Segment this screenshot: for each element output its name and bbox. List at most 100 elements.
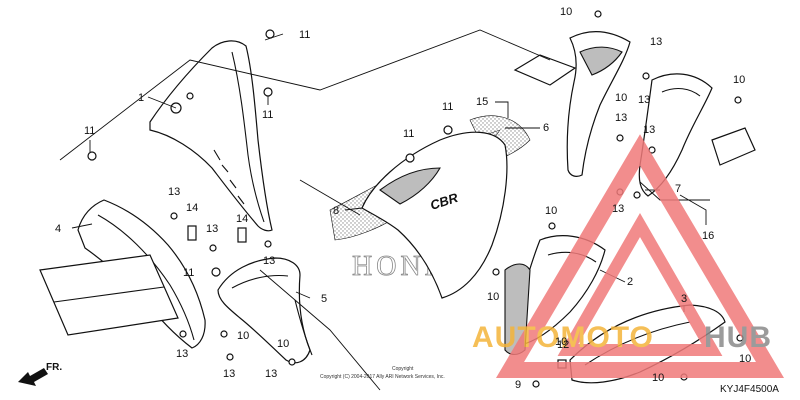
part-6-body [566,31,631,177]
bolt-10c-icon [548,222,556,230]
callout-part-1: 1 [138,92,144,104]
side-cowl-decal-assembly: HONDA CBR [329,115,531,299]
callout-part-11-d: 11 [403,128,414,140]
callout-part-10-g: 10 [652,372,664,384]
callout-part-10-a: 10 [560,6,572,18]
part-1-inner-edge [231,51,265,223]
callout-part-14-b: 14 [236,213,248,225]
callout-part-15: 15 [476,96,488,108]
outline-guide-left [59,29,551,161]
leader-5 [295,291,311,299]
callout-part-10-c: 10 [545,205,557,217]
inner-upper-cowl-left [149,40,273,232]
right-upper-duct [513,31,756,197]
part-1-hole-row [213,149,245,205]
callout-part-13-i: 13 [615,112,627,124]
part-5-detail [231,274,313,356]
callout-part-13-g: 13 [650,36,662,48]
clip-11d-icon [405,153,415,163]
left-lower-sheet-fold [53,286,165,303]
callout-part-5: 5 [321,293,327,305]
bolt-13g-icon [616,134,624,142]
bracket-14b-icon [237,227,247,243]
part-1-body [149,40,273,232]
callout-part-13-j: 13 [643,124,655,136]
leader-4 [71,223,93,229]
callout-part-10-b: 10 [733,74,745,86]
bolt-13j-icon [633,191,641,199]
callout-part-9: 9 [515,379,521,391]
copyright-title: Copyright [392,366,414,372]
clip-11e-icon [443,125,453,135]
callout-part-11-a: 11 [299,29,310,41]
callout-part-11-c: 11 [84,125,95,137]
callout-part-6: 6 [543,122,549,134]
leader-15 [495,101,509,118]
callout-part-10-h: 10 [739,353,751,365]
front-direction-indicator: FR. [18,362,62,386]
front-label: FR. [46,362,62,373]
watermark-triangle-inner [557,212,723,356]
right-upper-sheet [513,54,577,86]
callout-part-13-c: 13 [263,255,275,267]
callout-part-13-d: 13 [176,348,188,360]
bolt-13e-icon [226,353,234,361]
callout-part-11-e: 11 [442,101,453,113]
watermark-triangle-outer [495,134,785,378]
callout-part-13-f: 13 [265,368,277,380]
outline-guide-right [639,181,710,201]
middle-cowl-bracket [217,257,313,364]
bolt-10e-icon [220,330,228,338]
callout-part-4: 4 [55,223,61,235]
copyright-text: Copyright (C) 2004-2017 Ally ARI Network… [320,374,445,380]
automotohub-watermark: AUTOMOTO HUB [472,134,785,378]
callout-part-13-h: 13 [638,94,650,106]
bolt-9-icon [532,380,540,388]
callout-part-16: 16 [702,230,714,242]
callout-part-8: 8 [333,205,339,217]
callout-part-10-e: 10 [237,330,249,342]
callout-part-3: 3 [681,293,687,305]
callout-part-12: 12 [557,339,569,351]
part-1-clip-hole [186,92,194,100]
callout-part-14-a: 14 [186,202,198,214]
bolt-13a-icon [170,212,178,220]
bracket-14a-icon [187,225,197,241]
clip-11a-icon [265,29,275,39]
callout-part-2: 2 [627,276,633,288]
bolt-10b-icon [734,96,742,104]
leader-11a [264,33,284,41]
center-side-panel [361,131,508,299]
fasteners [87,10,744,388]
guide-center-lower [259,269,381,391]
callout-labels: 1 2 3 4 5 6 7 8 9 10 10 10 10 10 10 10 1… [55,6,751,391]
part-3-detail [584,321,691,366]
front-arrow-icon [18,368,48,386]
bolt-13b-icon [209,244,217,252]
bolt-10a-icon [594,10,602,18]
leader-lines [59,29,710,391]
callout-part-11-f: 11 [183,267,194,279]
part-7-detail [661,87,701,97]
right-side-sheet [711,127,756,166]
part-4-inner-edge [97,214,195,341]
watermark-text-automoto: AUTOMOTO [472,321,654,354]
bolt-10f-icon [288,358,296,366]
clip-11b-icon [263,87,273,97]
watermark-text-hub: HUB [704,321,772,354]
leader-8 [344,207,363,211]
bolt-10d-icon [492,268,500,276]
callout-part-7: 7 [675,183,681,195]
callout-part-10-f: 10 [277,338,289,350]
bolt-13c-icon [264,240,272,248]
bolt-13d-icon [179,330,187,338]
callout-part-11-b: 11 [262,109,273,121]
clip-11c-icon [87,151,97,161]
center-panel-accent [379,167,441,205]
diagram-code: KYJ4F4500A [720,384,779,395]
clip-11f-icon [211,267,221,277]
part-6-fin [579,46,623,76]
guide-center-left [299,179,361,216]
